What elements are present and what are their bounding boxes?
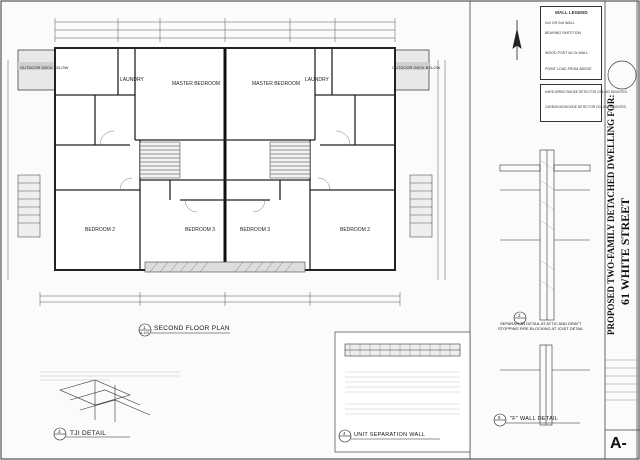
room-label-bedroom-l1: BEDROOM 2 <box>85 227 116 233</box>
room-label-bedroom-l2: BEDROOM 3 <box>185 227 216 233</box>
wall-legend-row: 2x4 OR 2x6 WALL <box>545 21 575 25</box>
callout-4-number: 4 <box>343 431 346 436</box>
detector-note: HARD WIRED SMOKE DETECTOR CEILING MOUNTE… <box>545 90 627 94</box>
room-label-master-right: MASTER BEDROOM <box>252 81 301 87</box>
sep-detail-title-1: SEPARATION DETAIL AT ATTIC AND DRAFT <box>500 321 582 326</box>
room-label-deck-left: OUTDOOR DECK BELOW <box>20 65 69 70</box>
project-title-line-1: PROPOSED TWO-FAMILY DETACHED DWELLING FO… <box>606 94 616 335</box>
room-label-bedroom-r1: BEDROOM 3 <box>240 227 271 233</box>
detector-note: CARBON MONOXIDE DETECTOR CEILING MOUNTED <box>545 105 626 109</box>
callout-5-number: 5 <box>498 415 501 420</box>
sep-detail-title-2: STOPPING FIRE BLOCKING AT JOIST DETAIL <box>498 326 584 331</box>
detector-notes: HARD WIRED SMOKE DETECTOR CEILING MOUNTE… <box>540 84 627 122</box>
wall-legend-row: BEARING PARTITION <box>545 31 582 35</box>
callout-3-number: 3 <box>58 429 61 434</box>
wall-legend-title: WALL LEGEND <box>555 10 588 15</box>
f-wall-detail-title: "F" WALL DETAIL <box>510 416 559 422</box>
wall-legend-row: POINT LOAD FROM ABOVE <box>545 67 592 71</box>
callout-2-number: 2 <box>518 313 521 318</box>
project-title-line-2: 61 WHITE STREET <box>618 197 632 305</box>
second-floor-plan-title: SECOND FLOOR PLAN <box>154 325 230 332</box>
sheet-number: A- <box>610 435 627 452</box>
wall-legend-row: WOOD POST W/ 2x WALL <box>545 51 589 55</box>
tji-detail-title: TJI DETAIL <box>70 430 107 437</box>
callout-1-sheet: A-102 <box>140 331 150 335</box>
room-label-deck-right: OUTDOOR DECK BELOW <box>392 65 441 70</box>
callout-1-number: 1 <box>143 325 146 330</box>
wall-legend: WALL LEGEND 2x4 OR 2x6 WALL BEARING PART… <box>540 6 602 80</box>
room-label-bedroom-r2: BEDROOM 2 <box>340 227 371 233</box>
room-label-master-left: MASTER BEDROOM <box>172 81 221 87</box>
room-label-laundry-right: LAUNDRY <box>305 77 329 83</box>
room-label-laundry-left: LAUNDRY <box>120 77 144 83</box>
unit-separation-wall-title: UNIT SEPARATION WALL <box>354 432 426 438</box>
